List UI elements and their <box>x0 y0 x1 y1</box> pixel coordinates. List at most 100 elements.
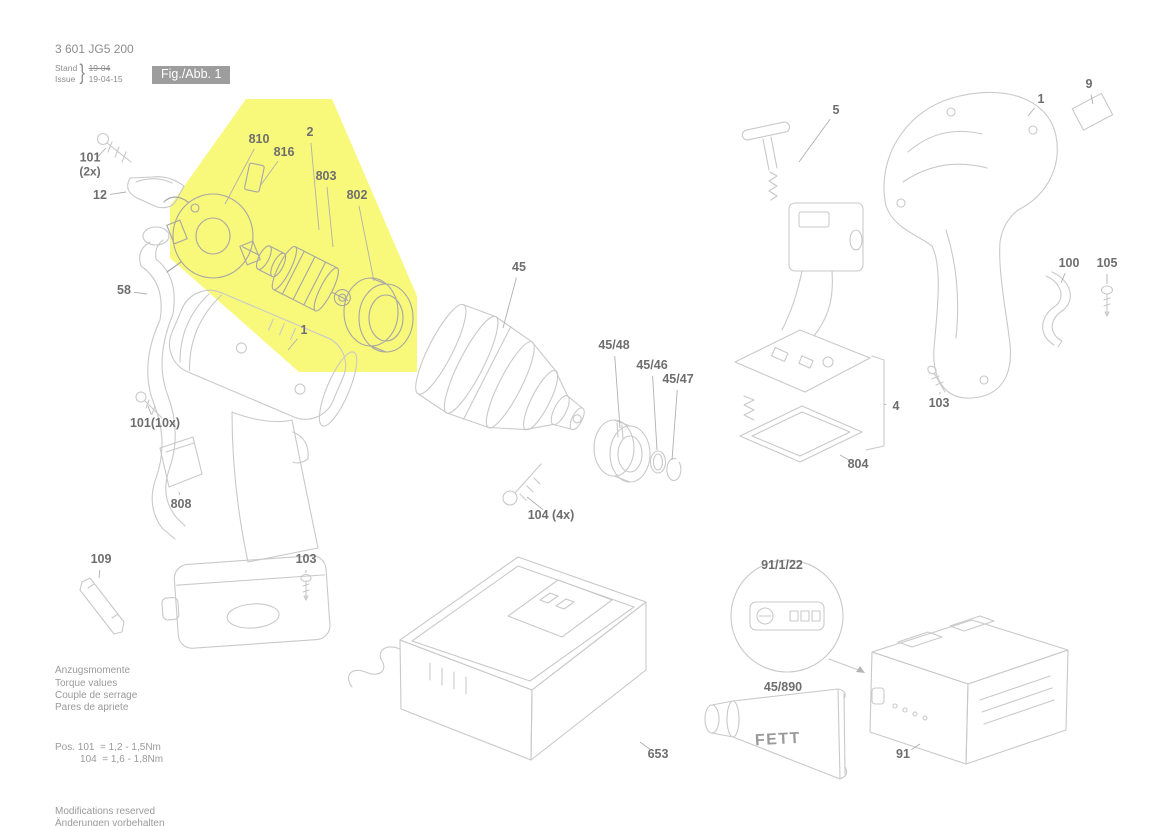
note-line: Modifications reserved <box>55 806 156 818</box>
stand-label: Stand <box>55 63 78 73</box>
figure-badge: Fig./Abb. 1 <box>152 66 231 84</box>
part-label-91-1-22: 91/1/22 <box>761 558 803 573</box>
part-label-91: 91 <box>896 747 910 762</box>
screw-101-top-art <box>96 132 132 163</box>
part-label-105: 105 <box>1096 256 1118 271</box>
part-label-2: 2 <box>306 125 314 140</box>
issue-date: 19-04-15 <box>88 74 123 85</box>
screw-103-right-art <box>927 365 946 393</box>
note-line: Anzugsmomente <box>55 665 131 677</box>
note-line: Couple de serrage <box>55 689 138 701</box>
brush-816-art <box>244 162 265 193</box>
part-label-810: 810 <box>248 132 270 147</box>
selector-5-art <box>741 121 791 201</box>
fett-text: FETT <box>754 729 802 750</box>
torque-values: Pos. 101 = 1,2 - 1,5Nm 104 = 1,6 - 1,8Nm <box>55 742 165 766</box>
issue-label: Issue <box>55 74 76 85</box>
battery-91-art <box>869 615 1069 765</box>
grease-tube-art <box>704 688 848 780</box>
screw-105-art <box>1100 285 1114 317</box>
part-label-45-890: 45/890 <box>763 680 803 695</box>
pcb-4-art <box>734 329 885 451</box>
leader-line <box>911 743 921 750</box>
bearing-ring-802-art <box>343 277 414 353</box>
screw-103-left-art <box>300 573 312 601</box>
leader-line <box>147 405 152 415</box>
part-label-101-10x-: 101(10x) <box>129 416 181 431</box>
part-label-804: 804 <box>847 457 869 472</box>
part-label-816: 816 <box>273 145 295 160</box>
drill-body-art <box>161 289 358 649</box>
leader-line <box>310 142 320 231</box>
bracket-12-art <box>127 176 185 209</box>
revision-brace: } <box>79 61 86 86</box>
cover-808-art <box>159 436 203 488</box>
switch-module-art <box>781 202 864 337</box>
screw-104-art <box>502 463 542 506</box>
gearbox-45-art <box>415 303 585 431</box>
leader-line <box>133 291 148 295</box>
leader-line <box>96 147 107 159</box>
part-label-45-46: 45/46 <box>636 358 668 373</box>
leader-line <box>259 160 279 187</box>
armature-2-art <box>241 245 351 312</box>
leader-line <box>798 118 831 163</box>
leader-line <box>652 375 658 451</box>
revision-info: Stand Issue } 19-04 19-04-15 <box>55 61 123 86</box>
leader-line <box>671 389 678 461</box>
leader-line <box>358 205 375 282</box>
part-label-5: 5 <box>832 103 840 118</box>
note-line: Torque values <box>55 677 118 689</box>
note-line: Pares de apriete <box>55 701 129 713</box>
part-label-109: 109 <box>90 552 112 567</box>
callout-91-1-22-art <box>730 559 865 673</box>
leader-line <box>224 148 255 205</box>
plate-804-art <box>739 395 863 463</box>
note-line: Pos. 101 = 1,2 - 1,5Nm <box>55 741 161 753</box>
ring-nut-45-48-art <box>593 419 651 483</box>
leader-line <box>502 277 517 329</box>
part-label-1: 1 <box>300 323 308 338</box>
o-ring-45-46-art <box>649 450 667 474</box>
leader-line <box>614 355 621 429</box>
leader-line <box>109 191 127 195</box>
note-line: Änderungen vorbehalten <box>55 818 165 826</box>
part-label-104-4x-: 104 (4x) <box>527 508 575 523</box>
leader-line <box>1090 94 1094 105</box>
highlight-region <box>170 99 417 372</box>
part-label-45: 45 <box>512 260 526 275</box>
charger-653-art <box>348 556 647 761</box>
document-number: 3 601 JG5 200 <box>55 42 134 56</box>
leader-line <box>883 403 887 406</box>
part-label-103: 103 <box>295 552 317 567</box>
leader-line <box>1027 107 1036 117</box>
part-label-45-47: 45/47 <box>662 372 694 387</box>
housing-right-art <box>883 91 1058 399</box>
part-label-45-48: 45/48 <box>598 338 630 353</box>
screw-101-mid-art <box>135 391 163 419</box>
part-label-653: 653 <box>647 747 669 762</box>
bit-109-art <box>79 577 125 635</box>
part-label-4: 4 <box>892 399 900 414</box>
part-label-1: 1 <box>1037 92 1045 107</box>
leader-line <box>1060 273 1066 284</box>
part-label-101: 101(2x) <box>79 150 101 179</box>
sticker-9-art <box>1071 92 1114 131</box>
leader-line <box>98 569 101 579</box>
leader-line <box>526 496 544 511</box>
leader-line <box>639 741 651 750</box>
note-line: 104 = 1,6 - 1,8Nm <box>55 753 164 765</box>
leader-line <box>839 454 850 461</box>
stand-date: 19-04 <box>88 63 111 73</box>
circlip-45-47-art <box>666 457 682 482</box>
part-label-9: 9 <box>1085 77 1093 92</box>
part-label-sub: (2x) <box>79 164 101 179</box>
leader-line <box>287 338 298 351</box>
